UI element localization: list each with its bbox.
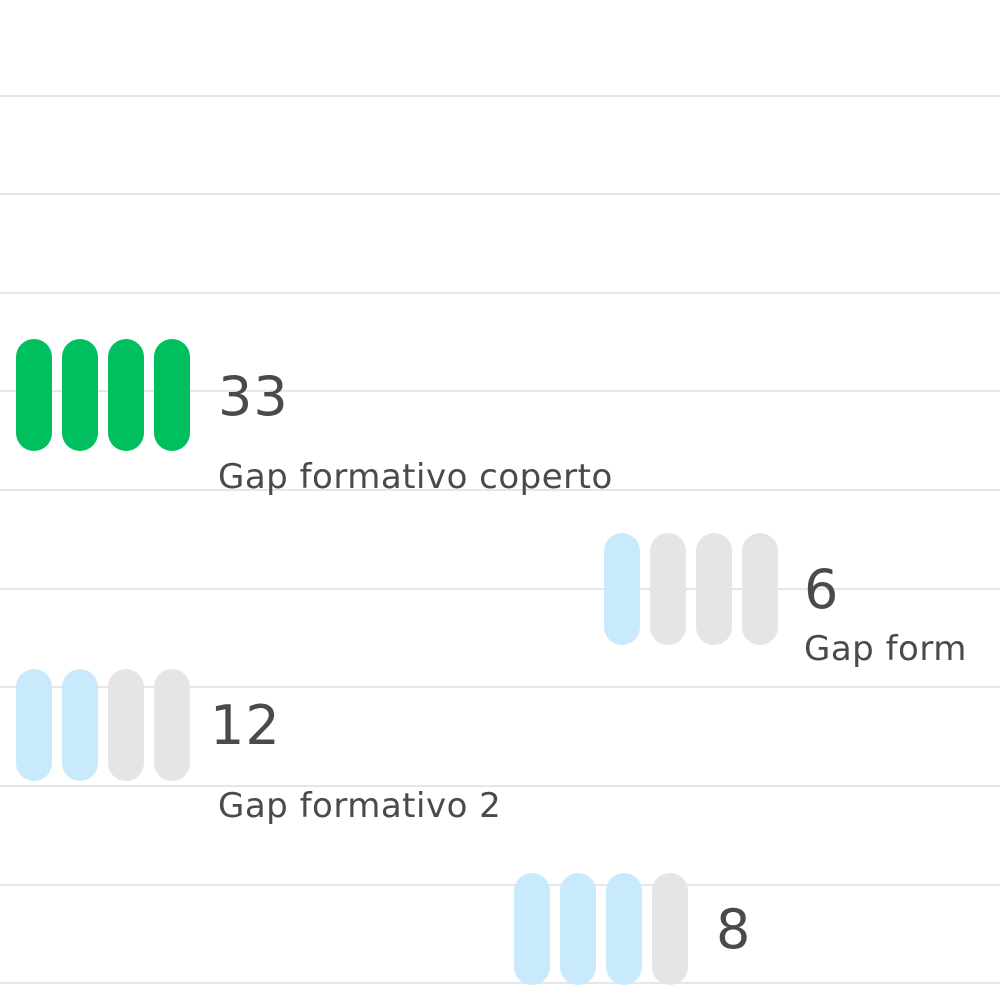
gridline [0, 390, 1000, 392]
gap-count: 8 [716, 898, 752, 961]
progress-segment-filled [62, 669, 98, 781]
progress-segment-filled [606, 873, 642, 985]
progress-segment-empty [652, 873, 688, 985]
gap-count: 6 [804, 558, 840, 621]
gridline [0, 95, 1000, 97]
gridline [0, 686, 1000, 688]
gap-count: 12 [210, 694, 281, 757]
gap-label: Gap form [804, 629, 967, 669]
gridline [0, 489, 1000, 491]
gap-label: Gap formativo 2 [218, 786, 502, 826]
progress-segment-empty [742, 533, 778, 645]
gridline [0, 588, 1000, 590]
progress-segment-empty [696, 533, 732, 645]
gap-card[interactable]: 12 Gap formativo 2 [16, 669, 576, 829]
gap-card[interactable]: 6 Gap form [604, 533, 1000, 673]
gap-label: Gap formativo coperto [218, 457, 613, 497]
gridline [0, 884, 1000, 886]
gap-card[interactable]: 8 [514, 873, 1000, 985]
gap-card-covered[interactable]: 33 Gap formativo coperto [16, 339, 636, 499]
gridline [0, 292, 1000, 294]
gridline [0, 785, 1000, 787]
gap-count: 33 [218, 365, 289, 428]
progress-segment-filled [108, 339, 144, 451]
progress-segment-empty [108, 669, 144, 781]
gridline [0, 982, 1000, 984]
progress-segment-filled [560, 873, 596, 985]
progress-segment-empty [650, 533, 686, 645]
progress-segment-empty [154, 669, 190, 781]
progress-segment-filled [16, 339, 52, 451]
progress-segment-filled [514, 873, 550, 985]
progress-segment-filled [154, 339, 190, 451]
gridline [0, 193, 1000, 195]
progress-segment-filled [62, 339, 98, 451]
progress-segment-filled [16, 669, 52, 781]
progress-segment-filled [604, 533, 640, 645]
